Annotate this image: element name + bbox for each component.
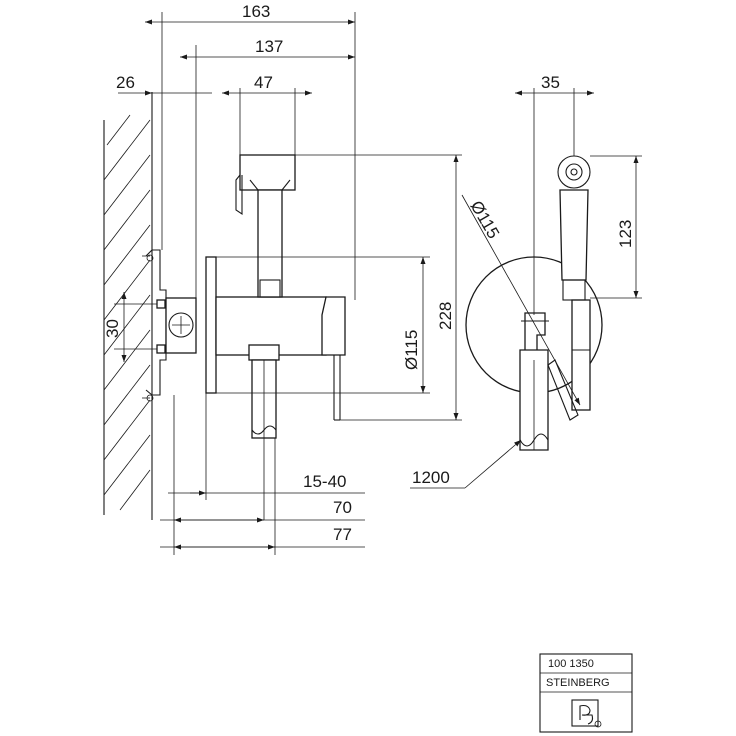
- wall-hatching: [103, 92, 153, 520]
- title-block: 100 1350 STEINBERG: [539, 653, 633, 733]
- flange-side: [205, 256, 217, 394]
- side-dimensions: 163 137 26 47 30 Ø115 228 15-40: [103, 2, 462, 555]
- article-number: 100 1350: [548, 658, 594, 670]
- dim-flange-diameter: Ø115: [402, 330, 421, 370]
- dim-hose-length: 1200: [412, 468, 450, 487]
- dim-holder-height: 228: [436, 302, 455, 330]
- dim-wall-offset: 26: [116, 73, 135, 92]
- brand-name: STEINBERG: [546, 677, 610, 689]
- dim-handle-width: 47: [254, 73, 273, 92]
- dim-front-flange-diameter: Ø115: [467, 198, 504, 242]
- dim-overall-width: 163: [242, 2, 270, 21]
- hose-outlet-side: [248, 344, 280, 361]
- dim-depth-77: 77: [333, 525, 352, 544]
- dim-head-width: 35: [541, 73, 560, 92]
- lever-handle: [321, 296, 346, 356]
- sprayer-head-front: [557, 155, 591, 189]
- brand-logo-icon: [571, 699, 602, 728]
- front-view: [465, 155, 603, 451]
- dim-depth-range: 15-40: [303, 472, 346, 491]
- dim-body-width: 137: [255, 37, 283, 56]
- side-view: [142, 95, 346, 520]
- sprayer-head: [239, 154, 296, 191]
- dim-depth-70: 70: [333, 498, 352, 517]
- dim-mount-spacing: 30: [103, 319, 122, 338]
- dim-head-height: 123: [616, 220, 635, 248]
- mounting-bracket: [152, 249, 167, 396]
